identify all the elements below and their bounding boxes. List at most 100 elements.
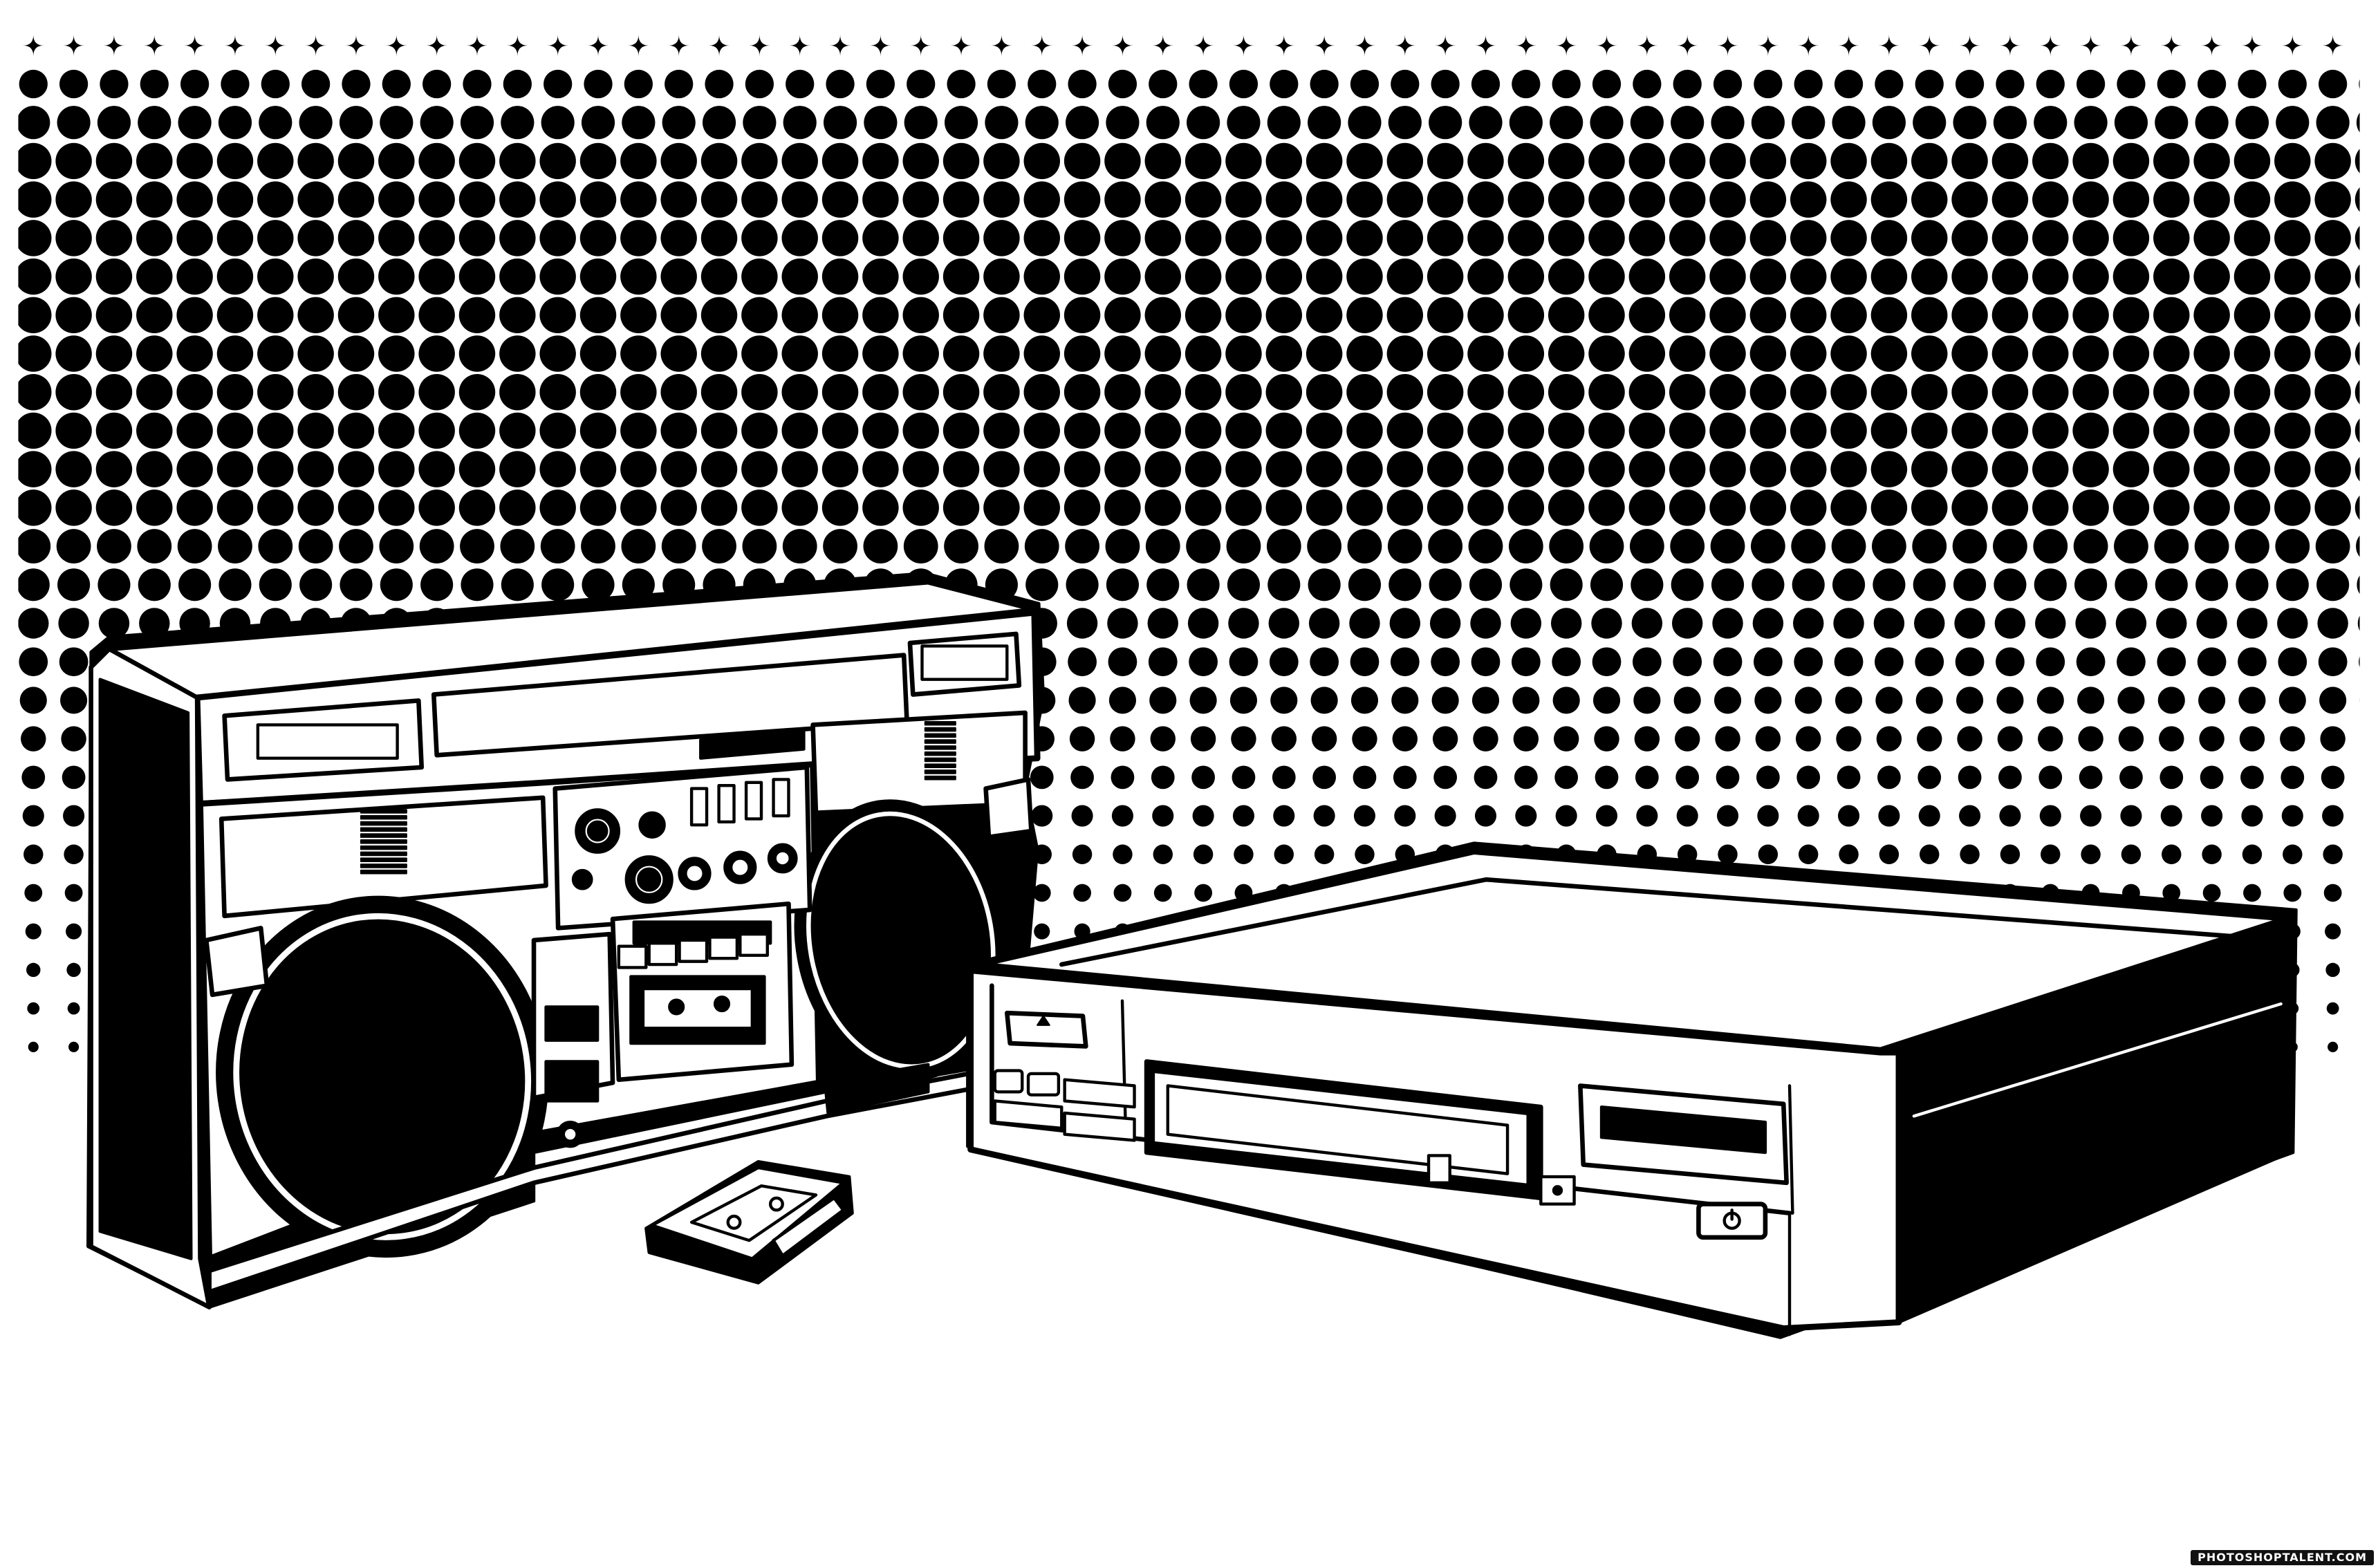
halftone-dot <box>1227 568 1261 601</box>
halftone-dot <box>902 489 939 526</box>
halftone-dot <box>821 451 859 487</box>
halftone-dot <box>257 181 294 218</box>
halftone-dot <box>1674 726 1700 752</box>
halftone-dot <box>1991 335 2029 372</box>
halftone-dot <box>1960 844 1980 865</box>
halftone-dot <box>1063 412 1101 449</box>
halftone-dot <box>2036 69 2065 99</box>
halftone-dot <box>2073 529 2108 563</box>
halftone-dot <box>1312 765 1337 790</box>
halftone-dot <box>1876 726 1902 752</box>
halftone-dot <box>337 220 375 256</box>
halftone-dot <box>2034 106 2068 140</box>
halftone-dot <box>1355 844 1375 865</box>
halftone-dot <box>1467 258 1504 295</box>
halftone-dot <box>337 412 375 449</box>
halftone-dot <box>178 106 212 140</box>
halftone-dot <box>1467 220 1504 256</box>
halftone-dot <box>1349 608 1380 639</box>
halftone-dot <box>95 373 133 411</box>
halftone-dot <box>1628 181 1666 218</box>
halftone-dot <box>2277 608 2308 639</box>
halftone-dot <box>176 335 213 372</box>
halftone-dot <box>1955 69 1985 99</box>
halftone-dot <box>983 412 1020 449</box>
halftone-dot <box>1274 844 1294 865</box>
halftone-dot <box>2238 69 2267 99</box>
halftone-dot <box>1830 412 1867 449</box>
halftone-dot <box>1023 142 1060 180</box>
halftone-dot <box>1507 297 1545 334</box>
halftone-dot <box>1471 647 1501 677</box>
halftone-dot <box>136 373 173 411</box>
halftone-dot <box>178 568 212 601</box>
halftone-dot <box>1469 568 1503 601</box>
halftone-dot <box>18 181 52 218</box>
halftone-dot <box>1589 529 1624 563</box>
halftone-dot <box>1911 258 1948 295</box>
halftone-star <box>224 35 246 57</box>
halftone-dot <box>95 489 133 526</box>
halftone-dot <box>1913 106 1947 140</box>
halftone-dot <box>2035 608 2066 639</box>
halftone-dot <box>2235 529 2269 563</box>
halftone-dot <box>621 529 656 563</box>
halftone-dot <box>1631 608 1663 639</box>
grille-slat <box>924 733 956 738</box>
halftone-dot <box>620 335 657 372</box>
halftone-dot <box>1229 647 1258 677</box>
halftone-star <box>63 35 84 57</box>
halftone-dot <box>1346 220 1383 256</box>
halftone-dot <box>2323 844 2343 865</box>
halftone-dot <box>1427 258 1464 295</box>
grille-slat <box>924 751 956 756</box>
halftone-dot <box>1023 451 1060 487</box>
halftone-dot <box>136 335 173 372</box>
halftone-dot <box>499 297 536 334</box>
halftone-dot <box>24 884 43 902</box>
halftone-dot <box>1673 647 1702 677</box>
halftone-dot <box>257 489 294 526</box>
halftone-dot <box>2233 489 2271 526</box>
halftone-dot <box>1795 726 1821 752</box>
halftone-dot <box>2354 258 2360 295</box>
level-meter <box>699 729 806 760</box>
halftone-dot <box>1997 726 2023 752</box>
halftone-dot <box>862 451 899 487</box>
halftone-dot <box>581 529 615 563</box>
cassette-tape <box>644 1159 854 1285</box>
halftone-dot <box>2153 258 2190 295</box>
halftone-dot <box>2157 687 2185 714</box>
right-speaker <box>794 799 1008 1081</box>
halftone-star <box>466 35 488 57</box>
halftone-dot <box>660 297 697 334</box>
halftone-dot <box>1758 844 1778 865</box>
halftone-dot <box>1917 765 1942 790</box>
halftone-dot <box>2274 335 2311 372</box>
halftone-dot <box>1185 181 1222 218</box>
halftone-dot <box>539 373 576 411</box>
halftone-dot <box>62 765 86 790</box>
halftone-star <box>1313 35 1335 57</box>
halftone-star <box>1999 35 2021 57</box>
halftone-dot <box>2153 220 2190 256</box>
halftone-dot <box>2115 608 2147 639</box>
halftone-dot <box>342 69 371 99</box>
halftone-dot <box>1958 765 1982 790</box>
halftone-dot <box>1709 220 1746 256</box>
halftone-dot <box>1144 489 1181 526</box>
halftone-dot <box>2193 142 2230 180</box>
halftone-star <box>305 35 326 57</box>
halftone-dot <box>216 489 254 526</box>
halftone-dot <box>2112 297 2150 334</box>
halftone-dot <box>902 181 939 218</box>
halftone-dot <box>299 106 333 140</box>
halftone-dot <box>337 297 375 334</box>
halftone-dot <box>541 106 575 140</box>
halftone-dot <box>1830 335 1867 372</box>
halftone-dot <box>1353 765 1377 790</box>
halftone-dot <box>1346 373 1383 411</box>
halftone-dot <box>2317 608 2348 639</box>
halftone-dot <box>458 412 496 449</box>
halftone-dot <box>218 106 252 140</box>
